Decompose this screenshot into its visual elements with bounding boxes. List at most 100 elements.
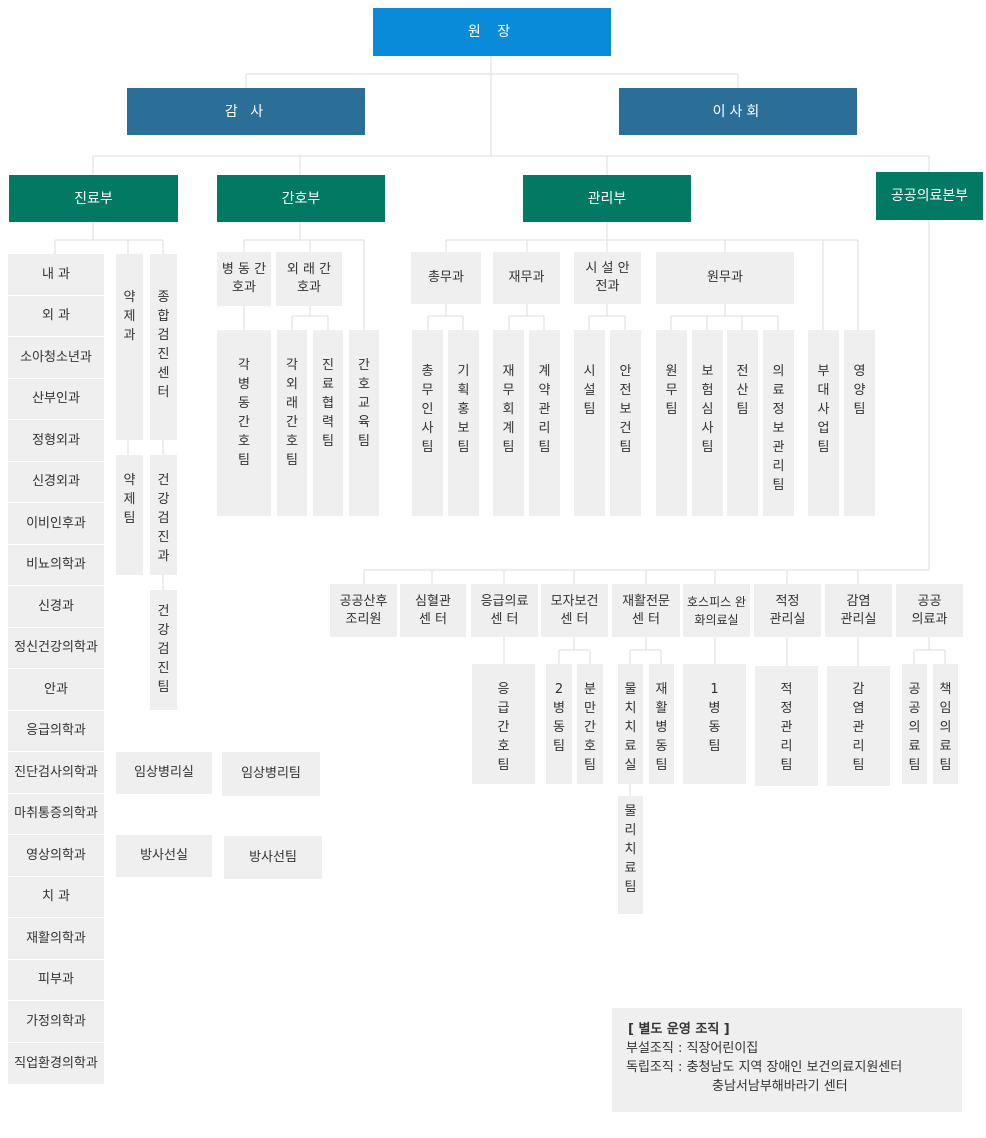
vertical-label: 건강검진팀 <box>157 604 170 695</box>
planning-team: 기획홍보팀 <box>448 330 479 516</box>
note-attached: 부설조직 : 직장어린이집 <box>626 1041 759 1056</box>
accounting-team: 재무회계팀 <box>493 330 524 516</box>
dept-item: 신경과 <box>8 586 104 628</box>
vertical-label: 전산팀 <box>736 364 749 417</box>
appropriate-room: 적정 관리실 <box>754 584 821 637</box>
general-team: 총무인사팀 <box>412 330 443 516</box>
physio-room: 물치치료실 <box>618 664 643 784</box>
note-independent: 독립조직 : 충청남도 지역 장애인 보건의료지원센터 <box>626 1060 903 1075</box>
board-box: 이사회 <box>619 88 857 135</box>
dept-item: 가정의학과 <box>8 1001 104 1043</box>
hospice-room: 호스피스 완화의료실 <box>683 584 750 637</box>
coop-team: 진료협력팀 <box>313 330 343 516</box>
rehab-center: 재활전문 센 터 <box>612 584 680 637</box>
dept-item: 피부과 <box>8 960 104 1001</box>
vertical-label: 응급간호팀 <box>497 682 510 773</box>
vertical-label: 책임의료팀 <box>939 682 952 773</box>
vertical-label: 보험심사팀 <box>701 364 714 455</box>
vertical-label: 1병동팀 <box>708 682 721 754</box>
audit-box: 감 사 <box>127 88 365 135</box>
vertical-label: 건강검진과 <box>157 473 170 564</box>
nursing-edu-team: 간호교육팀 <box>349 330 379 516</box>
management-division: 관리부 <box>523 175 691 222</box>
vertical-label: 각병동간호팀 <box>238 358 250 468</box>
vertical-label: 기획홍보팀 <box>457 364 470 455</box>
it-team: 전산팀 <box>727 330 758 516</box>
ward1-team: 1병동팀 <box>683 664 746 784</box>
cardio-center: 심혈관 센 터 <box>400 584 466 637</box>
dept-item: 내 과 <box>8 254 104 296</box>
vertical-label: 부대사업팀 <box>817 364 830 455</box>
vertical-label: 재활병동팀 <box>655 682 668 773</box>
vertical-label: 약제과 <box>123 290 136 343</box>
facility-team: 시설팀 <box>574 330 605 516</box>
vertical-label: 원무팀 <box>665 364 678 417</box>
maternal-center: 모자보건 센 터 <box>541 584 608 637</box>
dept-item: 영상의학과 <box>8 835 104 877</box>
dept-item: 비뇨의학과 <box>8 545 104 586</box>
outpatient-nursing-team: 각외래간호팀 <box>277 330 307 516</box>
vertical-label: 물치치료실 <box>624 682 637 773</box>
dept-item: 진단검사의학과 <box>8 752 104 794</box>
pharmacy-team: 약제팀 <box>116 455 143 575</box>
admin-team: 원무팀 <box>656 330 687 516</box>
vertical-label: 공공의료팀 <box>908 682 921 773</box>
vertical-label: 안전보건팀 <box>619 364 632 455</box>
vertical-label: 감염관리팀 <box>852 682 865 773</box>
outpatient-nursing-dept: 외 래 간호과 <box>276 252 342 306</box>
radiology-team: 방사선팀 <box>224 836 322 879</box>
admin-dept: 원무과 <box>656 252 794 304</box>
checkup-center: 종합검진센터 <box>150 254 177 440</box>
insurance-team: 보험심사팀 <box>692 330 723 516</box>
rehab-ward-team: 재활병동팀 <box>649 664 674 784</box>
public-health-dept: 공공 의료과 <box>896 584 963 637</box>
public-division: 공공의료본부 <box>876 172 983 220</box>
vertical-label: 각외래간호팀 <box>286 358 298 468</box>
finance-dept: 재무과 <box>493 252 560 304</box>
vertical-label: 재무회계팀 <box>502 364 515 455</box>
dept-item: 치 과 <box>8 877 104 918</box>
radiology-room: 방사선실 <box>116 835 212 877</box>
affiliated-team: 부대사업팀 <box>808 330 839 516</box>
vertical-label: 의료정보관리팀 <box>772 364 785 493</box>
vertical-label: 종합검진센터 <box>157 290 170 400</box>
vertical-label: 계약관리팀 <box>538 364 551 455</box>
director-box: 원 장 <box>373 8 611 56</box>
nutrition-team: 영양팀 <box>844 330 875 516</box>
dept-item: 산부인과 <box>8 379 104 420</box>
physio-team: 물리치료팀 <box>618 796 643 914</box>
contract-team: 계약관리팀 <box>529 330 560 516</box>
dept-item: 신경외과 <box>8 462 104 503</box>
infection-team: 감염관리팀 <box>827 666 890 786</box>
pharmacy-dept: 약제과 <box>116 254 143 440</box>
postpartum-care: 공공산후 조리원 <box>330 584 397 637</box>
vertical-label: 시설팀 <box>583 364 596 417</box>
vertical-label: 약제팀 <box>123 473 136 526</box>
emergency-nursing-team: 응급간호팀 <box>472 664 535 784</box>
dept-item: 마취통증의학과 <box>8 794 104 835</box>
pathology-room: 임상병리실 <box>116 752 212 794</box>
dept-item: 직업환경의학과 <box>8 1043 104 1084</box>
pathology-team: 임상병리팀 <box>222 752 320 796</box>
medical-info-team: 의료정보관리팀 <box>763 330 794 516</box>
vertical-label: 간호교육팀 <box>358 358 370 449</box>
ward-nursing-team: 각병동간호팀 <box>217 330 271 516</box>
dept-item: 소아청소년과 <box>8 337 104 379</box>
vertical-label: 2병동팀 <box>553 682 565 754</box>
nursing-division: 간호부 <box>217 175 385 222</box>
facility-dept: 시 설 안전과 <box>574 252 641 304</box>
vertical-label: 진료협력팀 <box>322 358 334 449</box>
checkup-team: 건강검진팀 <box>150 590 177 710</box>
vertical-label: 영양팀 <box>853 364 866 417</box>
dept-item: 이비인후과 <box>8 503 104 545</box>
medical-division: 진료부 <box>9 175 178 222</box>
vertical-label: 물리치료팀 <box>624 804 637 895</box>
dept-item: 정신건강의학과 <box>8 628 104 669</box>
dept-item: 안과 <box>8 669 104 711</box>
delivery-nursing-team: 분만간호팀 <box>577 664 603 784</box>
dept-item: 외 과 <box>8 296 104 337</box>
ward-nursing-dept: 병 동 간호과 <box>217 252 271 306</box>
vertical-label: 분만간호팀 <box>584 682 596 773</box>
responsible-care-team: 책임의료팀 <box>933 664 958 784</box>
